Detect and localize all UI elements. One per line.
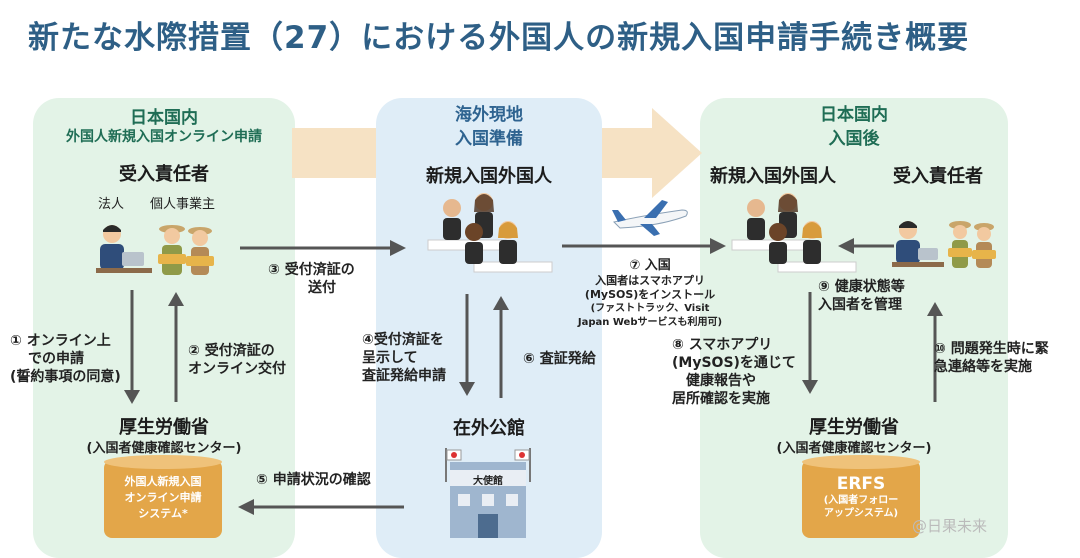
embassy-building-icon [445, 448, 531, 538]
mid-vertical-arrows [459, 294, 509, 398]
foreign-entrants-group-icon-right [731, 193, 857, 273]
mid-heading: 海外現地 入国準備 [455, 105, 523, 149]
erfs-database-top-icon [802, 455, 920, 469]
left-heading-1: 日本国内 [130, 108, 198, 128]
online-application-system-database-icon: 外国人新規入国 オンライン申請 システム* [104, 460, 222, 538]
flow-band-arrow [292, 108, 702, 198]
step-7-arrow [562, 238, 726, 254]
left-role-label: 受入責任者 [119, 164, 209, 185]
step-8-arrow [802, 292, 818, 394]
step-3-arrow [240, 240, 406, 256]
responsible-persons-icon [96, 225, 214, 275]
watermark: @日果未来 [912, 517, 988, 535]
step-10-label: ⑩ 問題発生時に緊 急連絡等を実施 [934, 341, 1049, 375]
left-vertical-arrows [124, 290, 184, 404]
erfs-database-icon: ERFS (入国者フォロー アップシステム) [802, 460, 920, 538]
embassy-label: 在外公館 [453, 418, 525, 439]
step-8-label: ⑧ スマホアプリ (MySOS)を通じて 健康報告や 居所確認を実施 [672, 337, 796, 407]
right-center-label: (入国者健康確認センター) [776, 441, 932, 456]
page-title: 新たな水際措置（27）における外国人の新規入国申請手続き概要 [28, 20, 970, 56]
step-9-arrow [838, 238, 894, 254]
left-sub-sole: 個人事業主 [150, 197, 216, 212]
step-1-label: ① オンライン上 での申請 (誓約事項の同意) [10, 333, 121, 385]
step-9-label: ⑨ 健康状態等 入国者を管理 [818, 279, 905, 313]
embassy-sign: 大使館 [473, 476, 503, 487]
right-role-responsible: 受入責任者 [893, 166, 983, 187]
database-top-icon [104, 455, 222, 469]
right-responsible-persons-icon [892, 221, 996, 268]
right-ministry-label: 厚生労働省 [809, 417, 899, 438]
step-5-arrow [238, 499, 404, 515]
right-role-entrants: 新規入国外国人 [710, 166, 836, 187]
step-3-label: ③ 受付済証の 送付 [268, 262, 355, 296]
step-10-arrow [927, 302, 943, 402]
airplane-icon [612, 200, 688, 236]
step-5-label: ⑤ 申請状況の確認 [256, 472, 371, 488]
step-4-label: ④受付済証を 呈示して 査証発給申請 [362, 332, 446, 384]
left-center-label: (入国者健康確認センター) [86, 441, 242, 456]
left-heading-2: 外国人新規入国オンライン申請 [66, 129, 262, 145]
foreign-entrants-group-icon [427, 193, 553, 273]
step-6-label: ⑥ 査証発給 [523, 351, 596, 367]
step-2-label: ② 受付済証の オンライン交付 [188, 343, 286, 377]
right-heading: 日本国内 入国後 [820, 105, 888, 149]
left-sub-corp: 法人 [98, 197, 125, 212]
step-7-label: ⑦ 入国 入国者はスマホアプリ (MySOS)をインストール (ファストトラック… [577, 258, 723, 328]
mid-role-label: 新規入国外国人 [426, 166, 552, 187]
left-ministry-label: 厚生労働省 [119, 417, 209, 438]
